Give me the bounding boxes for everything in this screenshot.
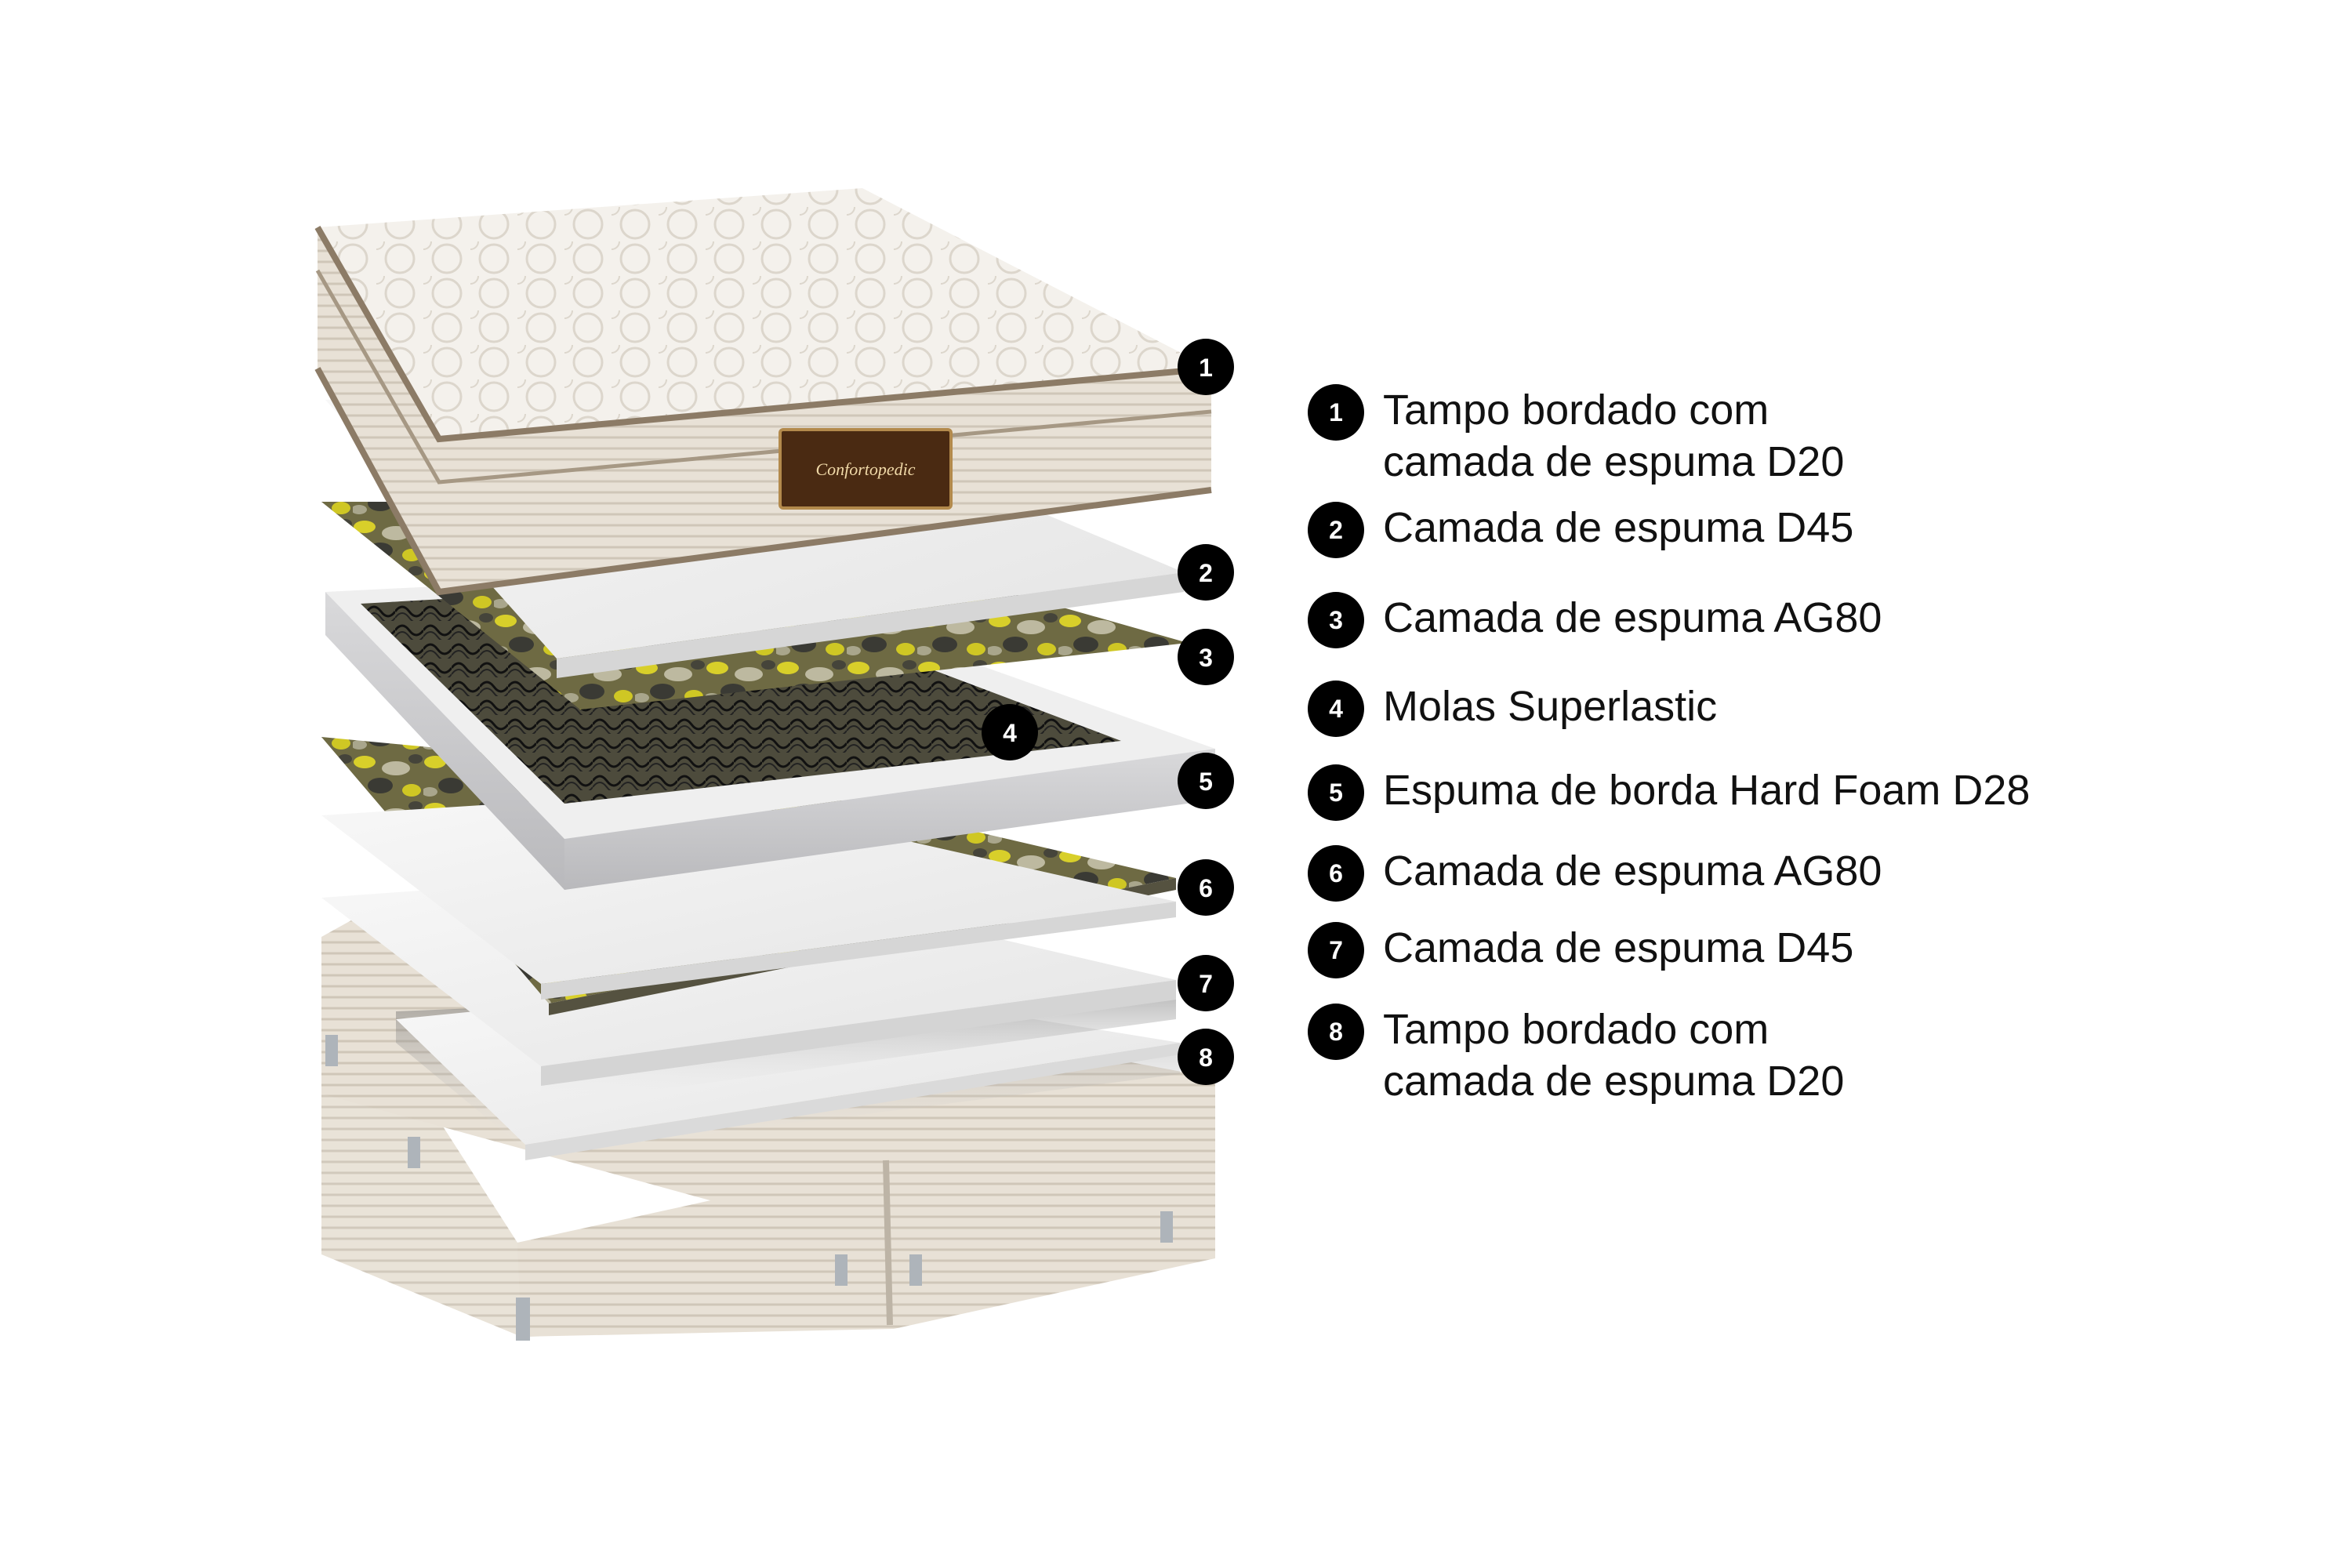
legend-item-3: 3 Camada de espuma AG80 xyxy=(1308,592,1882,648)
legend-text: Tampo bordado com camada de espuma D20 xyxy=(1383,387,1845,485)
svg-text:4: 4 xyxy=(1003,719,1017,747)
legend-text: Espuma de borda Hard Foam D28 xyxy=(1383,767,2031,814)
legend-badge: 2 xyxy=(1308,502,1364,558)
legend-text: Molas Superlastic xyxy=(1383,683,1718,730)
layer-legend: 1 Tampo bordado com camada de espuma D20… xyxy=(1308,0,2249,1568)
brand-label: Confortopedic xyxy=(815,459,915,479)
svg-text:6: 6 xyxy=(1199,874,1213,902)
legend-item-1: 1 Tampo bordado com camada de espuma D20 xyxy=(1308,384,1844,488)
legend-item-5: 5 Espuma de borda Hard Foam D28 xyxy=(1308,764,2030,821)
diagram-badge-7: 7 xyxy=(1178,955,1234,1011)
diagram-badge-4: 4 xyxy=(982,704,1038,760)
legend-item-8: 8 Tampo bordado com camada de espuma D20 xyxy=(1308,1004,1844,1107)
legend-text: Tampo bordado com camada de espuma D20 xyxy=(1383,1006,1845,1105)
svg-text:5: 5 xyxy=(1199,768,1213,796)
legend-text: Camada de espuma AG80 xyxy=(1383,594,1882,641)
svg-text:7: 7 xyxy=(1199,970,1213,998)
diagram-badge-6: 6 xyxy=(1178,859,1234,916)
legend-text: Camada de espuma D45 xyxy=(1383,504,1854,551)
svg-text:1: 1 xyxy=(1199,354,1213,382)
layer-1-mattress-top: Confortopedic xyxy=(314,188,1212,596)
legend-badge: 6 xyxy=(1308,845,1364,902)
legend-item-4: 4 Molas Superlastic xyxy=(1308,681,1717,737)
legend-badge: 3 xyxy=(1308,592,1364,648)
svg-text:8: 8 xyxy=(1199,1044,1213,1072)
legend-badge: 1 xyxy=(1308,384,1364,441)
legend-badge: 5 xyxy=(1308,764,1364,821)
legend-text: Camada de espuma AG80 xyxy=(1383,848,1882,895)
legend-item-7: 7 Camada de espuma D45 xyxy=(1308,922,1853,978)
diagram-badge-3: 3 xyxy=(1178,629,1234,685)
diagram-badge-5: 5 xyxy=(1178,753,1234,809)
diagram-badges: 1 2 3 4 5 6 7 8 xyxy=(982,339,1234,1085)
legend-item-2: 2 Camada de espuma D45 xyxy=(1308,502,1853,558)
legend-badge: 7 xyxy=(1308,922,1364,978)
diagram-badge-8: 8 xyxy=(1178,1029,1234,1085)
svg-text:3: 3 xyxy=(1199,644,1213,672)
legend-badge: 4 xyxy=(1308,681,1364,737)
svg-text:2: 2 xyxy=(1199,559,1213,587)
legend-text: Camada de espuma D45 xyxy=(1383,924,1854,971)
legend-badge: 8 xyxy=(1308,1004,1364,1060)
legend-item-6: 6 Camada de espuma AG80 xyxy=(1308,845,1882,902)
diagram-badge-2: 2 xyxy=(1178,544,1234,601)
diagram-badge-1: 1 xyxy=(1178,339,1234,395)
